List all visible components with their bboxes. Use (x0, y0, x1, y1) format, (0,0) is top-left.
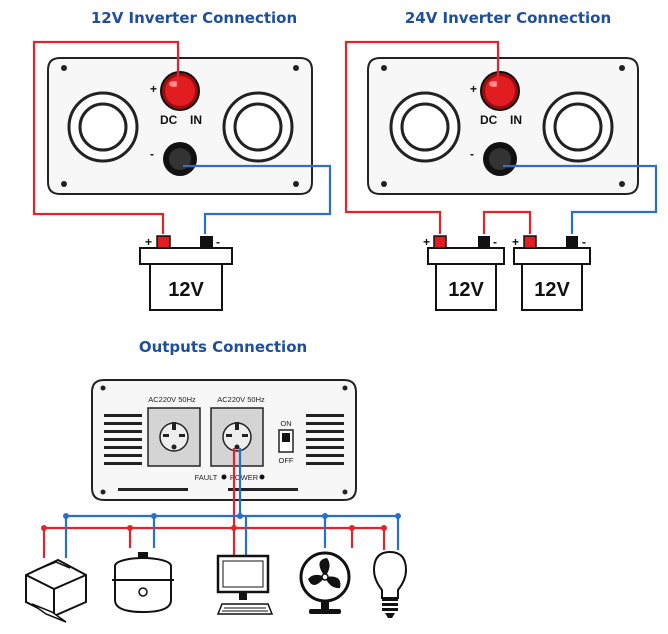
title-outputs-connection: Outputs Connection (139, 338, 307, 356)
battery-b-label: 12V (534, 279, 570, 301)
fan-left-icon (67, 91, 139, 163)
negative-wire-24v (503, 164, 658, 234)
battery-minus-label: - (493, 235, 497, 249)
battery-24v-a: + - 12V (423, 235, 505, 311)
computer-icon (216, 554, 274, 615)
negative-terminal-icon (483, 142, 517, 176)
battery-plus-terminal (433, 235, 447, 249)
battery-minus-terminal (566, 236, 578, 248)
vent-right (306, 414, 344, 465)
fault-label: FAULT (195, 473, 218, 482)
rice-cooker-icon (112, 552, 174, 614)
positive-terminal-icon (160, 71, 200, 111)
plus-label: + (470, 82, 477, 96)
battery-minus-label: - (582, 235, 586, 249)
battery-plus-terminal (523, 235, 537, 249)
power-led-icon (259, 474, 265, 480)
battery-24v-b: + - 12V (512, 235, 591, 311)
in-label: IN (190, 113, 202, 127)
title-12v-connection: 12V Inverter Connection (91, 9, 297, 27)
fan-left-icon (389, 91, 461, 163)
fault-led-icon (221, 474, 227, 480)
power-label: POWER (230, 473, 259, 482)
ac-socket-2 (210, 407, 264, 467)
battery-plus-terminal (156, 235, 171, 249)
vent-bottom-left (118, 488, 188, 491)
battery-plus-label: + (423, 235, 430, 249)
plus-label: + (150, 82, 157, 96)
battery-minus-terminal (478, 236, 490, 248)
on-label: ON (280, 419, 291, 428)
negative-terminal-icon (163, 142, 197, 176)
fan-icon (299, 551, 351, 614)
battery-minus-label: - (216, 235, 220, 249)
battery-12v-label: 12V (168, 279, 204, 301)
battery-a-label: 12V (448, 279, 484, 301)
inverter-24v: + - DC IN (367, 57, 639, 195)
output-panel: AC220V 50Hz AC220V 50Hz ON OFF FAULT POW… (91, 379, 357, 501)
socket-1-label: AC220V 50Hz (148, 395, 196, 404)
negative-wire-12v (183, 164, 332, 234)
battery-plus-label: + (512, 235, 519, 249)
bus-junction-dots (41, 513, 401, 531)
inverter-12v: + - DC IN (47, 57, 313, 195)
vent-bottom-right (228, 488, 298, 491)
off-label: OFF (279, 456, 294, 465)
vent-left (104, 414, 142, 465)
light-bulb-icon (372, 550, 408, 618)
positive-wire-24v (344, 40, 500, 234)
dc-label: DC (160, 113, 178, 127)
battery-minus-terminal (200, 236, 213, 248)
battery-12v: + - 12V (139, 235, 233, 311)
series-link-wire (482, 210, 532, 234)
title-24v-connection: 24V Inverter Connection (405, 9, 611, 27)
ac-socket-1 (147, 407, 201, 467)
in-label: IN (510, 113, 522, 127)
battery-plus-label: + (145, 235, 152, 249)
dc-label: DC (480, 113, 498, 127)
minus-label: - (470, 147, 474, 161)
printer-icon (25, 558, 87, 623)
positive-wire-12v (32, 40, 180, 234)
fan-right-icon (222, 91, 294, 163)
fan-right-icon (542, 91, 614, 163)
minus-label: - (150, 147, 154, 161)
positive-terminal-icon (480, 71, 520, 111)
socket-2-label: AC220V 50Hz (217, 395, 265, 404)
